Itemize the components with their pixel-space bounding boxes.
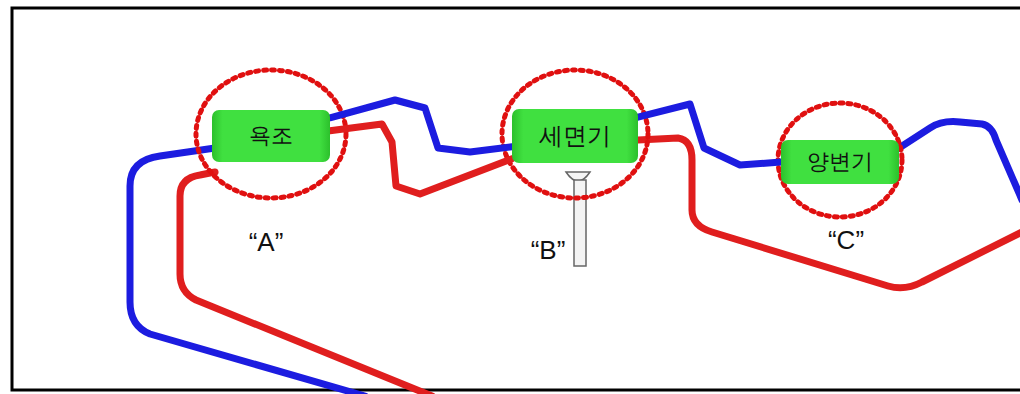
- callout-letter: “C”: [828, 225, 864, 256]
- fixture-name: 욕조: [249, 121, 293, 151]
- highlight-circle: [196, 70, 346, 198]
- pipe-connector: [638, 104, 781, 165]
- highlight-circle: [778, 103, 902, 217]
- faucet: [566, 172, 590, 266]
- red-supply-pipe: [180, 172, 432, 394]
- fixture-box: 세면기: [512, 109, 638, 163]
- red-outlet-pipe: [638, 138, 1020, 288]
- pipe-connector: [330, 124, 512, 194]
- callout-letter: “A”: [249, 227, 284, 258]
- fixture-box: 욕조: [212, 110, 330, 162]
- frame: [12, 8, 1020, 390]
- highlight-circle: [502, 70, 648, 198]
- fixture-name: 세면기: [539, 120, 611, 152]
- fixture-name: 양변기: [807, 147, 873, 177]
- fixture-box: 양변기: [781, 140, 899, 184]
- callout-letter: “B”: [531, 235, 566, 266]
- blue-outlet-pipe: [896, 122, 1020, 200]
